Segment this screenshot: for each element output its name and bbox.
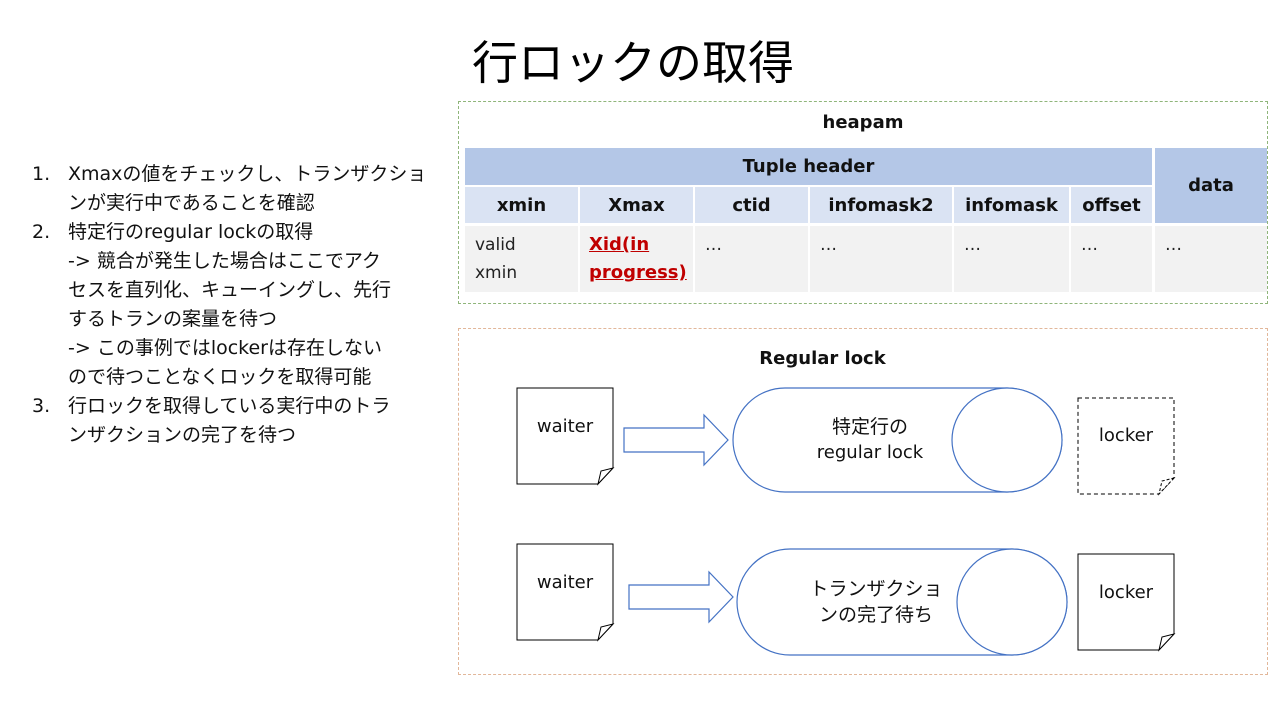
steps-list: 1. Xmaxの値をチェックし、トランザクショ ンが実行中であることを確認 2.…: [32, 160, 442, 450]
step-number: 3.: [32, 395, 51, 417]
col-header-xmax: Xmax: [580, 187, 693, 223]
step-line: 行ロックを取得している実行中のトラ: [68, 395, 391, 417]
waiter-document-fold: [597, 467, 615, 486]
queue-label: トランザクショ ンの完了待ち: [786, 576, 966, 628]
col-header-xmin: xmin: [465, 187, 578, 223]
cell-xmin-line: valid: [475, 235, 516, 255]
queue-label: 特定行の regular lock: [780, 414, 960, 466]
cell-ctid: …: [695, 226, 808, 292]
step-item: 2. 特定行のregular lockの取得 -> 競合が発生した場合はここでア…: [32, 218, 442, 392]
locker-label: locker: [1098, 425, 1154, 446]
cell-xmin: valid xmin: [465, 226, 578, 292]
step-line: Xmaxの値をチェックし、トランザクショ: [68, 163, 427, 185]
locker-label: locker: [1098, 582, 1154, 603]
step-item: 3. 行ロックを取得している実行中のトラ ンザクションの完了を待つ: [32, 392, 442, 450]
queue-label-line: ンの完了待ち: [818, 604, 933, 626]
step-line: -> この事例ではlockerは存在しない: [68, 337, 382, 359]
col-header-infomask: infomask: [954, 187, 1069, 223]
step-line: ので待つことなくロックを取得可能: [68, 366, 372, 388]
waiter-document-fold: [597, 623, 615, 642]
xmax-xid-link[interactable]: Xid(in: [589, 234, 650, 255]
heapam-frame: [458, 101, 1268, 304]
regular-lock-title: Regular lock: [759, 348, 886, 369]
waiter-arrow-icon: [623, 413, 729, 467]
xmax-xid-link[interactable]: progress): [589, 262, 687, 283]
step-line: ンが実行中であることを確認: [68, 192, 315, 214]
col-header-infomask2: infomask2: [810, 187, 952, 223]
cell-xmax: Xid(in progress): [580, 226, 693, 292]
col-header-offset: offset: [1071, 187, 1152, 223]
cell-data: …: [1155, 226, 1267, 292]
tuple-header-cell: Tuple header: [465, 148, 1152, 185]
step-line: セスを直列化、キューイングし、先行: [68, 279, 392, 301]
waiter-arrow-icon: [628, 570, 734, 624]
cell-xmin-line: xmin: [475, 263, 518, 283]
step-line: ンザクションの完了を待つ: [68, 424, 297, 446]
locker-dashed-document-fold: [1158, 477, 1176, 496]
slide-title: 行ロックの取得: [472, 36, 794, 90]
queue-label-line: regular lock: [816, 442, 924, 463]
step-number: 2.: [32, 221, 51, 243]
heapam-title: heapam: [822, 112, 904, 133]
step-number: 1.: [32, 163, 51, 185]
locker-document-fold: [1158, 633, 1176, 652]
waiter-label: waiter: [536, 572, 594, 593]
step-item: 1. Xmaxの値をチェックし、トランザクショ ンが実行中であることを確認: [32, 160, 442, 218]
queue-label-line: トランザクショ: [809, 578, 943, 600]
regular-lock-frame: [458, 328, 1268, 675]
waiter-label: waiter: [536, 416, 594, 437]
step-line: -> 競合が発生した場合はここでアク: [68, 250, 381, 272]
col-header-ctid: ctid: [695, 187, 808, 223]
queue-label-line: 特定行の: [831, 416, 908, 438]
step-line: するトランの案量を待つ: [68, 308, 278, 330]
transaction-wait-cylinder-end: [956, 548, 1068, 656]
data-header-cell: data: [1155, 148, 1267, 223]
cell-offset: …: [1071, 226, 1152, 292]
cell-infomask2: …: [810, 226, 952, 292]
lock-queue-cylinder-end: [951, 387, 1063, 493]
step-line: 特定行のregular lockの取得: [68, 221, 314, 243]
locker-dashed-document-icon: [1077, 397, 1175, 495]
cell-infomask: …: [954, 226, 1069, 292]
